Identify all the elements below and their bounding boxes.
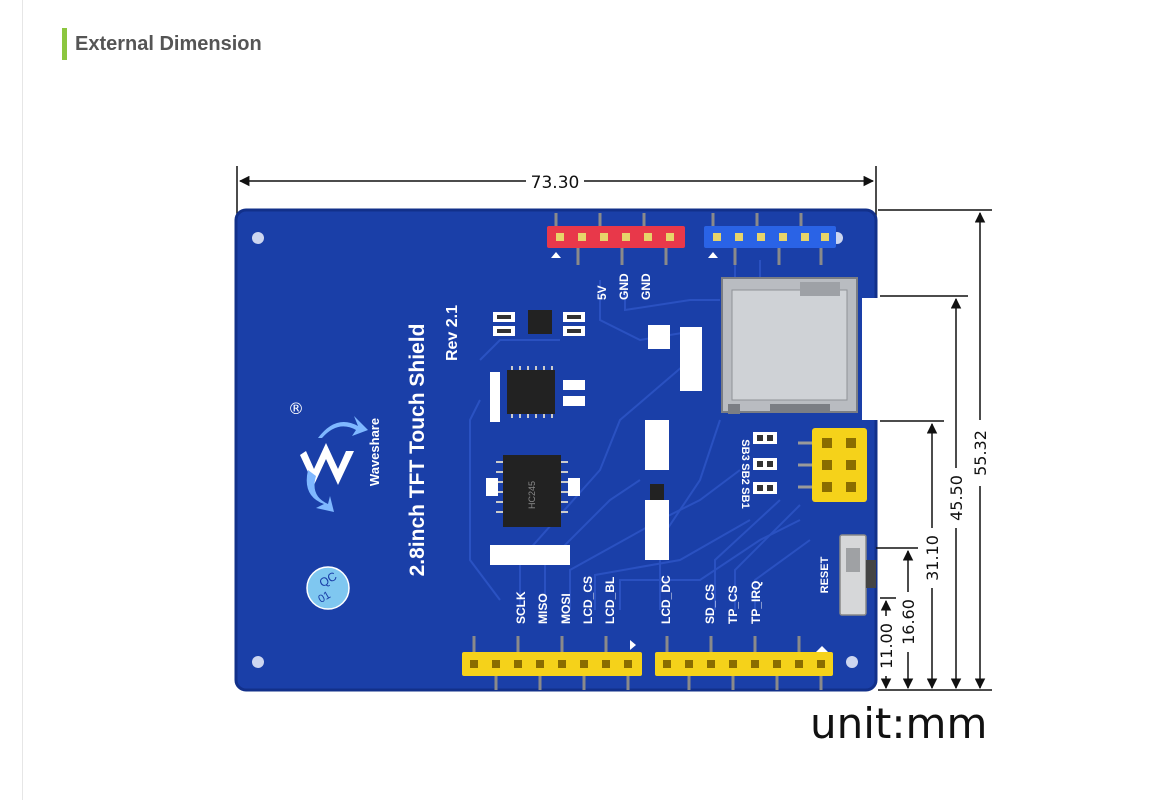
- unit-label: unit:mm: [810, 699, 988, 748]
- qc-number: 01: [316, 589, 333, 606]
- chip-marking: HC245: [527, 481, 537, 509]
- jumper-label-sb1: SB1: [739, 487, 751, 508]
- board-title: 2.8inch TFT Touch Shield Rev 2.1: [406, 305, 461, 577]
- smd-components: HC245: [486, 310, 777, 565]
- left-border: [22, 0, 23, 800]
- height-value: 55.32: [971, 430, 990, 476]
- pin-label-gnd-1: GND: [617, 273, 631, 300]
- width-dimension: 73.30: [236, 166, 877, 222]
- pin-label-lcd-dc: LCD_DC: [659, 575, 673, 624]
- jumper-label-sb3: SB3: [739, 439, 751, 460]
- top-header-red: [547, 213, 685, 265]
- qc-badge: QC 01: [306, 566, 350, 610]
- pin-label-gnd-2: GND: [639, 273, 653, 300]
- bottom-pin-labels: SCLK MISO MOSI LCD_CS LCD_BL LCD_DC SD_C…: [514, 575, 763, 624]
- bottom-header-right: [655, 636, 833, 690]
- reset-label: RESET: [819, 556, 831, 593]
- top-header-blue: [704, 213, 836, 265]
- section-title: External Dimension: [75, 32, 262, 55]
- pcb-board: [234, 208, 882, 692]
- pin-label-sd-cs: SD_CS: [703, 584, 717, 624]
- registered-mark: ®: [288, 399, 304, 418]
- bottom-header-left: [462, 636, 642, 690]
- top-pin-labels: 5V GND GND: [595, 273, 653, 300]
- pin-label-sclk: SCLK: [514, 591, 528, 624]
- sd-card-slot: [721, 277, 858, 414]
- dim-value-11-00: 11.00: [877, 623, 896, 669]
- pin-label-tp-irq: TP_IRQ: [749, 581, 763, 624]
- dim-value-16-60: 16.60: [899, 599, 918, 645]
- pin-label-5v: 5V: [595, 285, 609, 300]
- jumper-labels: SB3 SB2 SB1: [739, 439, 751, 508]
- width-value: 73.30: [531, 173, 580, 193]
- waveshare-logo: Waveshare ®: [288, 399, 382, 512]
- board-revision: Rev 2.1: [444, 305, 461, 361]
- pin-label-mosi: MOSI: [559, 593, 573, 624]
- brand-name: Waveshare: [367, 418, 382, 486]
- reset-switch: RESET: [819, 534, 876, 616]
- pin-label-tp-cs: TP_CS: [726, 585, 740, 624]
- board-title-text: 2.8inch TFT Touch Shield: [406, 324, 429, 577]
- pin-label-miso: MISO: [536, 593, 550, 624]
- pin-label-lcd-cs: LCD_CS: [581, 576, 595, 624]
- right-dimension-values: 55.32 45.50 31.10 16.60 11.00: [877, 420, 990, 676]
- section-heading: External Dimension: [62, 28, 262, 60]
- heading-accent-bar: [62, 28, 67, 60]
- dim-value-45-50: 45.50: [947, 475, 966, 521]
- icsp-header: [798, 428, 867, 502]
- dim-value-31-10: 31.10: [923, 535, 942, 581]
- pin-label-lcd-bl: LCD_BL: [603, 577, 617, 624]
- jumper-label-sb2: SB2: [739, 463, 751, 484]
